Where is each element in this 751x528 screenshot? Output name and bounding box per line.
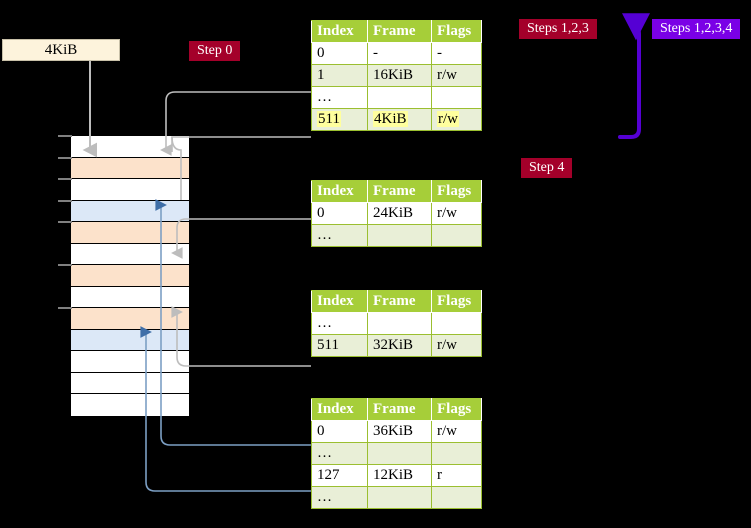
- cell-flags: [431, 312, 482, 335]
- cell-flags: r/w: [431, 64, 482, 87]
- highlighted-value: r/w: [437, 111, 459, 127]
- cell-frame: 32KiB: [367, 334, 432, 357]
- memory-row: [71, 394, 189, 416]
- cell-flags: [431, 224, 482, 247]
- table-row: …: [311, 224, 482, 247]
- cell-flags: r: [431, 464, 482, 487]
- cell-flags: r/w: [431, 108, 482, 131]
- memory-row: [71, 243, 189, 265]
- cell-frame: 4KiB: [367, 108, 432, 131]
- cell-frame: [367, 224, 432, 247]
- cell-flags: [431, 86, 482, 109]
- cell-frame: [367, 312, 432, 335]
- wire-pd-511-out: [171, 306, 311, 367]
- cell-flags: -: [431, 42, 482, 65]
- table-row: …: [311, 442, 482, 465]
- column-header-frame: Frame: [367, 180, 432, 203]
- cell-index: …: [311, 312, 368, 335]
- memory-row: [71, 200, 189, 222]
- badge-steps-1234: Steps 1,2,3,4: [652, 19, 741, 39]
- memory-row: [71, 286, 189, 308]
- cell-index: 511: [311, 108, 368, 131]
- cell-index: 1: [311, 64, 368, 87]
- cell-frame: 16KiB: [367, 64, 432, 87]
- column-header-flags: Flags: [431, 20, 482, 43]
- cell-frame: -: [367, 42, 432, 65]
- cell-frame: [367, 486, 432, 509]
- cell-index: 511: [311, 334, 368, 357]
- cell-frame: [367, 86, 432, 109]
- memory-row: [71, 222, 189, 244]
- bracket-steps-1234: [618, 13, 650, 139]
- cell-index: 0: [311, 202, 368, 225]
- column-header-index: Index: [311, 398, 368, 421]
- memory-row: [71, 351, 189, 373]
- memory-row: [71, 136, 189, 158]
- cell-frame: 36KiB: [367, 420, 432, 443]
- physical-memory-column: [70, 135, 190, 416]
- cell-index: …: [311, 486, 368, 509]
- wire-pdpt-0-out: [171, 218, 311, 259]
- badge-step-0: Step 0: [189, 41, 241, 61]
- table-row: 511 4KiB r/w: [311, 108, 482, 131]
- column-header-index: Index: [311, 290, 368, 313]
- memory-block-label: 4KiB: [44, 41, 78, 58]
- badge-step-4: Step 4: [521, 158, 573, 178]
- column-header-index: Index: [311, 180, 368, 203]
- table-row: …: [311, 312, 482, 335]
- cell-frame: [367, 442, 432, 465]
- column-header-flags: Flags: [431, 290, 482, 313]
- table-row: …: [311, 486, 482, 509]
- memory-row: [71, 329, 189, 351]
- column-header-frame: Frame: [367, 398, 432, 421]
- cell-index: …: [311, 224, 368, 247]
- column-header-frame: Frame: [367, 290, 432, 313]
- column-header-flags: Flags: [431, 398, 482, 421]
- cell-index: 0: [311, 420, 368, 443]
- cell-flags: r/w: [431, 202, 482, 225]
- memory-row: [71, 372, 189, 394]
- column-header-flags: Flags: [431, 180, 482, 203]
- cell-index: …: [311, 442, 368, 465]
- table-row: …: [311, 86, 482, 109]
- highlighted-value: 511: [317, 111, 341, 127]
- cell-index: 0: [311, 42, 368, 65]
- memory-block-4kib: 4KiB: [2, 39, 120, 61]
- cell-flags: [431, 442, 482, 465]
- memory-row: [71, 308, 189, 330]
- column-header-index: Index: [311, 20, 368, 43]
- cell-flags: r/w: [431, 334, 482, 357]
- cell-flags: r/w: [431, 420, 482, 443]
- cell-frame: 12KiB: [367, 464, 432, 487]
- memory-row: [71, 265, 189, 287]
- memory-row: [71, 157, 189, 179]
- badge-steps-123: Steps 1,2,3: [519, 19, 597, 39]
- column-header-frame: Frame: [367, 20, 432, 43]
- cell-index: 127: [311, 464, 368, 487]
- cell-index: …: [311, 86, 368, 109]
- highlighted-value: 4KiB: [373, 111, 408, 127]
- cell-frame: 24KiB: [367, 202, 432, 225]
- cell-flags: [431, 486, 482, 509]
- memory-row: [71, 179, 189, 201]
- wire-pml4-511-in: [171, 136, 311, 152]
- table-row: 0--: [311, 42, 482, 65]
